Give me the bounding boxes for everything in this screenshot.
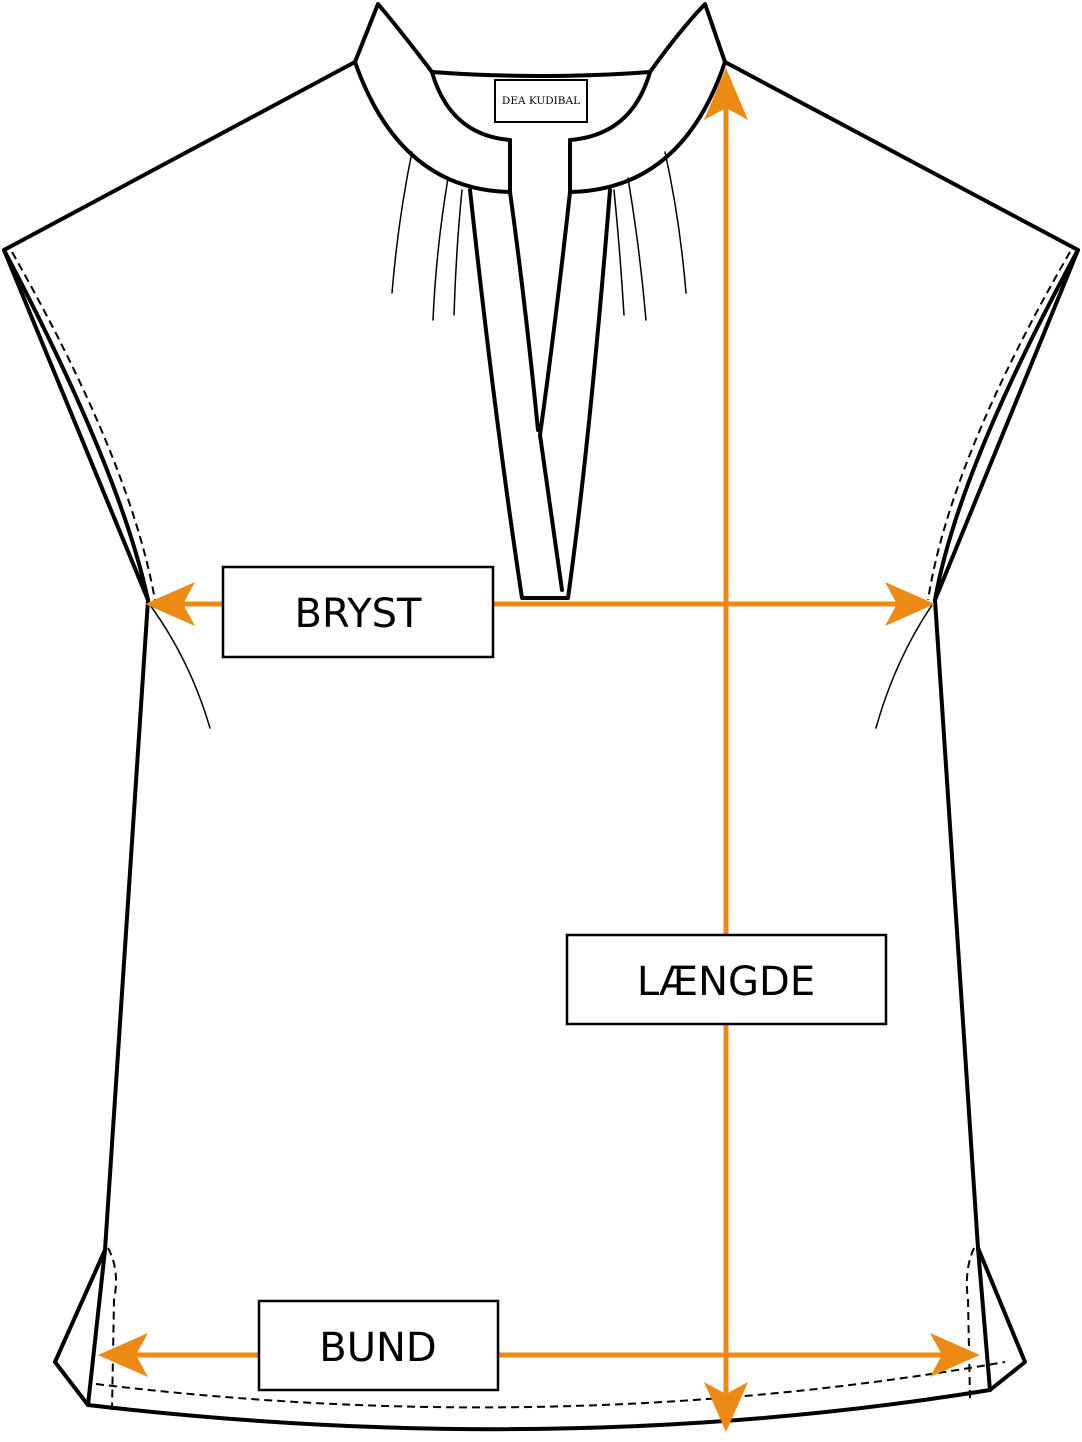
gather-fold-3: [453, 189, 463, 316]
right-armhole-seam: [933, 248, 1080, 602]
brand-label-tag: DEA KUDIBAL: [494, 79, 588, 123]
right-slit-stitch: [965, 1247, 975, 1399]
left-armhole-seam: [2, 248, 150, 602]
chest-arrow-left-head: [145, 582, 195, 626]
chest-arrow-right-head: [885, 582, 935, 626]
hem-arrow-left-head: [98, 1333, 148, 1377]
hem-stitch: [95, 1361, 1006, 1409]
collar-front-right: [568, 60, 727, 194]
placket-left: [468, 188, 612, 600]
brand-label-text: DEA KUDIBAL: [502, 95, 580, 107]
hem-label-text: BUND: [319, 1325, 436, 1371]
hem-label: BUND: [257, 1299, 500, 1392]
left-sleeve-stitch: [11, 251, 156, 601]
gather-fold-2: [432, 177, 449, 321]
collar-front-left: [353, 60, 512, 194]
collar-outer-right: [648, 2, 727, 74]
chest-label: BRYST: [221, 565, 495, 659]
length-label: LÆNGDE: [565, 933, 888, 1026]
collar-outer-left: [353, 2, 434, 74]
right-underarm-fold: [875, 604, 933, 729]
left-slit-stitch: [107, 1247, 117, 1411]
right-side-slit: [976, 1246, 992, 1392]
right-sleeve-stitch: [927, 251, 1071, 601]
gather-fold-4: [664, 151, 687, 294]
chest-label-text: BRYST: [295, 591, 423, 637]
length-arrow-bottom-head: [704, 1382, 748, 1432]
placket-inner-right: [538, 190, 572, 592]
garment-body-outline: [2, 60, 1080, 1432]
gather-fold-5: [627, 177, 647, 321]
collar-front-right-inner: [568, 70, 652, 142]
measurement-arrows: [98, 68, 980, 1432]
length-label-text: LÆNGDE: [637, 959, 815, 1005]
left-side-slit: [86, 1248, 107, 1407]
gather-fold-1: [391, 151, 413, 294]
left-underarm-fold: [149, 604, 211, 729]
length-arrow-top-head: [704, 68, 748, 120]
placket-inner-left: [508, 190, 540, 432]
collar-front-left-inner: [430, 70, 512, 142]
collar-back-neckline: [430, 70, 652, 78]
gather-fold-6: [613, 189, 625, 316]
hem-arrow-right-head: [930, 1333, 980, 1377]
